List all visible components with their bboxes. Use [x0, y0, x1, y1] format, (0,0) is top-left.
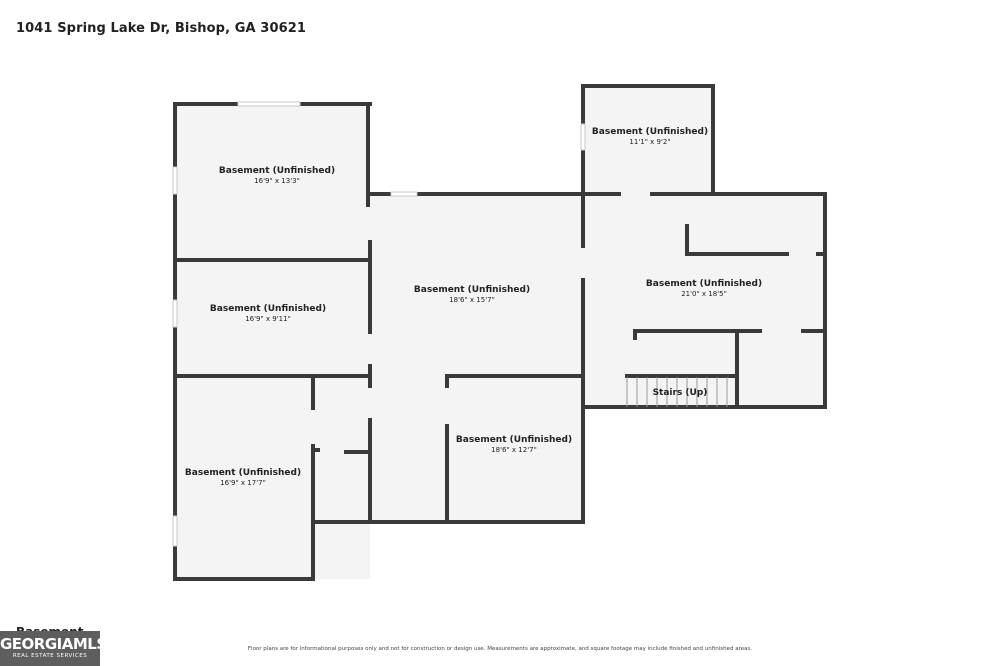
room-dimensions: 21'0" x 18'5": [681, 290, 727, 298]
room-name: Basement (Unfinished): [456, 435, 572, 445]
stairs: [626, 377, 728, 407]
logo-main-text: GEORGIAMLS: [0, 635, 107, 653]
disclaimer-text: Floor plans are for informational purpos…: [247, 646, 753, 652]
room-name: Basement (Unfinished): [185, 468, 301, 478]
room-labels: Basement (Unfinished) 16'9" x 13'3" Base…: [185, 127, 762, 487]
room-dimensions: 11'1" x 9'2": [629, 138, 670, 146]
room-dimensions: 16'9" x 17'7": [220, 479, 266, 487]
room-name: Basement (Unfinished): [646, 279, 762, 289]
georgiamls-logo: GEORGIAMLS REAL ESTATE SERVICES: [0, 631, 107, 666]
room-dimensions: 16'9" x 9'11": [245, 315, 291, 323]
windows: [172, 101, 586, 547]
room-name: Basement (Unfinished): [219, 166, 335, 176]
stairs-label: Stairs (Up): [653, 388, 708, 398]
room-dimensions: 16'9" x 13'3": [254, 177, 300, 185]
room-dimensions: 18'6" x 12'7": [491, 446, 537, 454]
room-name: Basement (Unfinished): [592, 127, 708, 137]
walls: [173, 84, 827, 581]
property-address: 1041 Spring Lake Dr, Bishop, GA 30621: [16, 21, 307, 36]
room-name: Basement (Unfinished): [414, 285, 530, 295]
room-dimensions: 18'6" x 15'7": [449, 296, 495, 304]
room-name: Basement (Unfinished): [210, 304, 326, 314]
floor-fill: [175, 86, 825, 579]
logo-sub-text: REAL ESTATE SERVICES: [12, 653, 88, 659]
